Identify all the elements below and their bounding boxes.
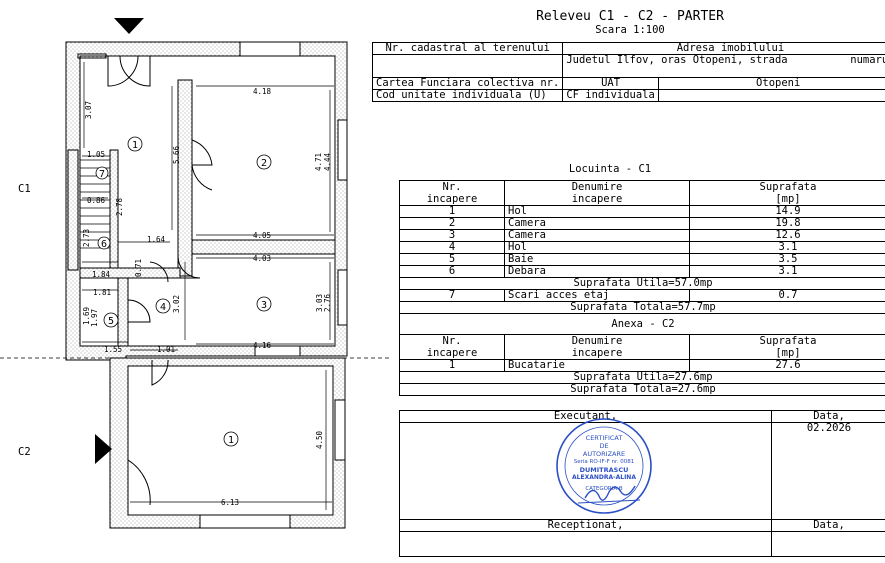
room-number: 7 xyxy=(99,169,105,180)
dimension-label: 6.13 xyxy=(221,498,239,507)
dimension-label: 1.69 xyxy=(82,307,91,325)
block-label-c2: C2 xyxy=(18,446,31,458)
dimension-label: 1.55 xyxy=(104,345,122,354)
anexa-totala: Suprafata Totala=27.6mp xyxy=(399,383,885,396)
room-number: 4 xyxy=(160,302,166,313)
dimension-label: 0.86 xyxy=(87,196,106,205)
walls xyxy=(65,41,348,529)
room-number: 3 xyxy=(261,300,267,311)
stamp-text: CERTIFICAT DE AUTORIZARE Seria RO-IF-F n… xyxy=(572,434,636,492)
dimension-label: 1.84 xyxy=(92,270,111,279)
dimension-label: 3.07 xyxy=(84,101,93,119)
dimension-label: 2.73 xyxy=(82,229,91,247)
dimension-label: 3.02 xyxy=(172,295,181,313)
dimension-label: 4.03 xyxy=(253,254,271,263)
dimension-label: 4.16 xyxy=(253,341,272,350)
room-number: 2 xyxy=(261,158,267,169)
windows xyxy=(199,41,348,529)
drawing-title: Releveu C1 - C2 - PARTER xyxy=(536,9,724,24)
dimension-label: 1.01 xyxy=(157,345,175,354)
dimension-label: 3.03 xyxy=(315,294,324,312)
dimension-label: 4.71 xyxy=(314,153,323,171)
cod-unitate-label: Cod unitate individuala (U) xyxy=(371,89,564,102)
property-info-table: Nr. cadastral al terenului Adresa imobil… xyxy=(371,42,885,102)
dimension-lines xyxy=(82,62,334,510)
room-number: 6 xyxy=(101,239,107,250)
dimension-label: 4.05 xyxy=(253,231,271,240)
dimension-label: 2.76 xyxy=(323,293,332,312)
room-number: 1 xyxy=(132,140,138,151)
entrance-arrow-top-icon xyxy=(114,18,144,34)
executant-date: 02.2026 xyxy=(771,422,885,520)
room-markers xyxy=(95,136,272,447)
dimension-label: 1.97 xyxy=(90,309,99,327)
entrance-arrow-left-icon xyxy=(95,434,112,464)
block-label-c1: C1 xyxy=(18,183,31,195)
dimension-label: 1.81 xyxy=(93,288,111,297)
drawing-scale: Scara 1:100 xyxy=(595,24,665,36)
dimension-label: 0.71 xyxy=(134,259,143,277)
dimension-label: 2.78 xyxy=(115,197,124,216)
dimension-label: 4.50 xyxy=(315,430,324,449)
dimension-label: 4.44 xyxy=(323,152,332,171)
dimension-label: 4.18 xyxy=(253,87,272,96)
doors xyxy=(107,55,213,514)
signature-table: Executant, Data, 02.2026 Receptionat, Da… xyxy=(399,410,885,557)
anexa-col-area-header: Suprafata[mp] xyxy=(689,334,885,360)
address-suffix: numarul xyxy=(850,54,885,66)
dimension-label: 1.64 xyxy=(147,235,166,244)
locuinta-title: Locuinta - C1 xyxy=(568,163,652,175)
col-area-header: Suprafata[mp] xyxy=(689,180,885,206)
room-number: 5 xyxy=(108,316,114,327)
address-value: Judetul Ilfov, oras Otopeni, strada xyxy=(566,54,788,66)
room-number: 1 xyxy=(228,435,234,446)
dimension-label: 5.66 xyxy=(172,145,181,164)
dimension-label: 1.05 xyxy=(87,150,105,159)
